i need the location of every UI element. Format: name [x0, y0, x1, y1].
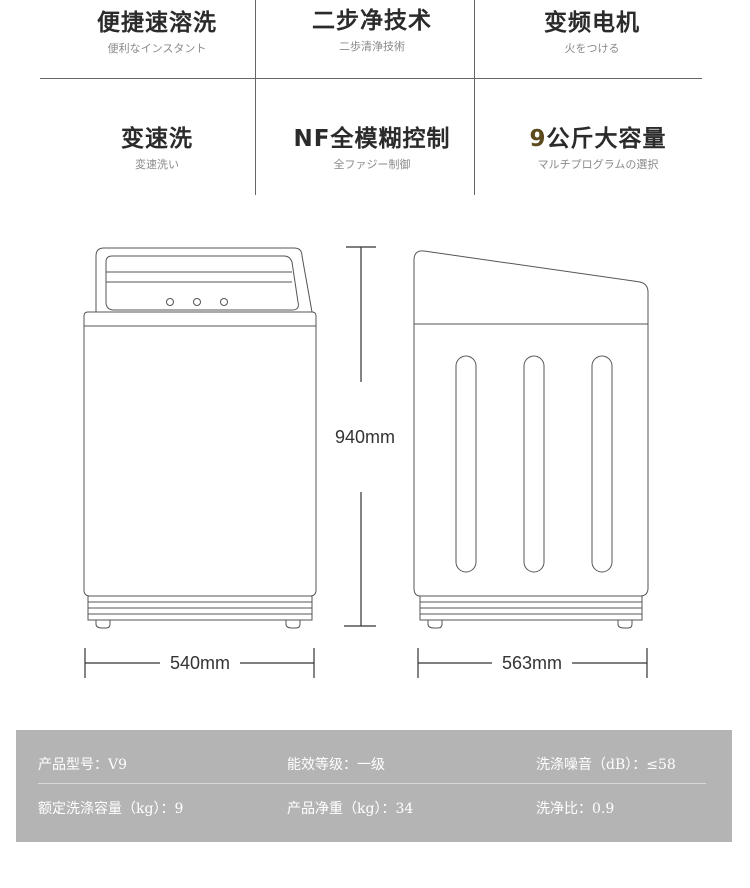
spec-noise: 洗涤噪音（dB）：≤58 [536, 757, 676, 773]
feature-grid: 便捷速溶洗 便利なインスタント 二步净技术 二歩清浄技術 变频电机 火をつける … [0, 0, 750, 200]
capacity-title-text: 公斤大容量 [546, 126, 667, 152]
front-width-dimension-label: 540mm [170, 653, 230, 673]
spec-row: 产品型号：V9 能效等级：一级 洗涤噪音（dB）：≤58 [16, 742, 732, 786]
grid-vertical-divider [474, 0, 475, 195]
feature-subtitle: 火をつける [564, 42, 620, 55]
feature-title: NF全模糊控制 [293, 126, 451, 152]
feature-title: 变速洗 [121, 126, 193, 152]
feature-variable-speed-wash: 变速洗 変速洗い [47, 124, 267, 172]
spec-wash-ratio: 洗净比：0.9 [536, 801, 615, 817]
feature-quick-dissolve: 便捷速溶洗 便利なインスタント [47, 8, 267, 56]
feature-title: 便捷速溶洗 [97, 10, 217, 36]
spec-row: 额定洗涤容量（kg）：9 产品净重（kg）：34 洗净比：0.9 [16, 786, 732, 830]
feature-title: 二步净技术 [312, 8, 432, 34]
grid-vertical-divider [255, 0, 256, 195]
feature-subtitle: 変速洗い [135, 158, 179, 171]
spec-panel: 产品型号：V9 能效等级：一级 洗涤噪音（dB）：≤58 额定洗涤容量（kg）：… [16, 730, 732, 842]
feature-title: 9公斤大容量 [488, 124, 708, 154]
spec-model: 产品型号：V9 [38, 757, 128, 773]
feature-subtitle: 二歩清浄技術 [339, 40, 405, 53]
feature-inverter-motor: 变频电机 火をつける [482, 8, 702, 56]
feature-subtitle: マルチプログラムの選択 [537, 158, 659, 171]
feature-two-step-clean: 二步净技术 二歩清浄技術 [262, 6, 482, 54]
feature-large-capacity: 9公斤大容量 マルチプログラムの選択 [488, 124, 708, 172]
side-depth-dimension-label: 563mm [502, 653, 562, 673]
grid-horizontal-divider [40, 78, 702, 79]
spec-capacity: 额定洗涤容量（kg）：9 [38, 801, 184, 817]
feature-title: 变频电机 [544, 10, 640, 36]
feature-subtitle: 全ファジー制御 [333, 158, 411, 171]
washer-front-view [83, 247, 317, 629]
height-dimension-line [344, 246, 376, 627]
dimension-drawing: 940mm 540mm 563mm [83, 246, 649, 678]
washer-side-view [413, 250, 649, 629]
height-dimension-label: 940mm [335, 427, 395, 447]
side-depth-dimension-line [417, 648, 648, 678]
capacity-number: 9 [529, 126, 547, 152]
spec-divider [38, 783, 706, 784]
front-width-dimension-line [84, 648, 315, 678]
feature-fuzzy-control: NF全模糊控制 全ファジー制御 [262, 124, 482, 172]
spec-net-weight: 产品净重（kg）：34 [287, 801, 414, 817]
feature-subtitle: 便利なインスタント [107, 42, 207, 55]
spec-energy-grade: 能效等级：一级 [287, 757, 385, 773]
